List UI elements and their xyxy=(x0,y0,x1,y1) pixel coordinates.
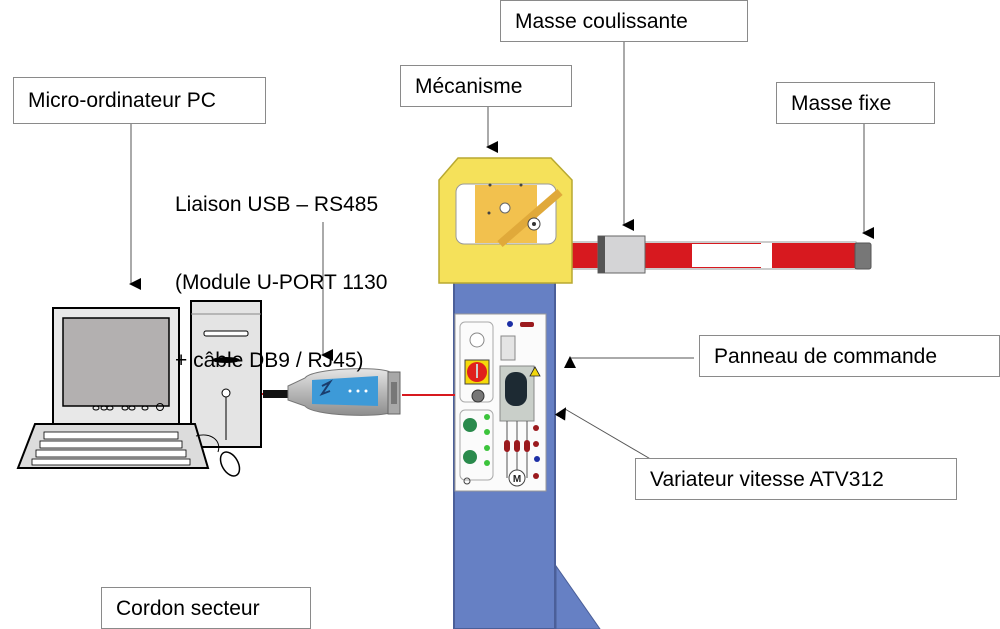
desktop-computer-icon xyxy=(16,300,262,477)
label-mecanisme: Mécanisme xyxy=(400,65,572,107)
usb-link-line-2: (Module U-PORT 1130 xyxy=(175,271,388,294)
leader-lines xyxy=(129,41,874,465)
label-masse-coulissante: Masse coulissante xyxy=(500,0,748,42)
label-variateur-vitesse: Variateur vitesse ATV312 xyxy=(635,458,957,500)
sliding-mass-icon xyxy=(597,235,646,274)
barrier-arm xyxy=(569,241,857,270)
mechanism-housing-icon xyxy=(438,157,573,284)
label-panneau-commande: Panneau de commande xyxy=(699,335,1000,377)
usb-link-description: Liaison USB – RS485 (Module U-PORT 1130 … xyxy=(175,140,387,400)
usb-serial-adapter-icon xyxy=(263,368,401,416)
usb-link-line-3: + câble DB9 / RJ45) xyxy=(175,349,364,372)
speed-drive-arrow xyxy=(554,407,660,465)
label-micro-ordinateur: Micro-ordinateur PC xyxy=(13,77,266,124)
control-panel-icon xyxy=(454,313,547,492)
motor-icon: M xyxy=(508,469,526,487)
label-masse-fixe: Masse fixe xyxy=(776,82,935,124)
svg-text:M: M xyxy=(513,474,521,485)
label-cordon-secteur: Cordon secteur xyxy=(101,587,311,629)
fixed-mass-icon xyxy=(854,242,872,270)
usb-link-line-1: Liaison USB – RS485 xyxy=(175,193,379,216)
